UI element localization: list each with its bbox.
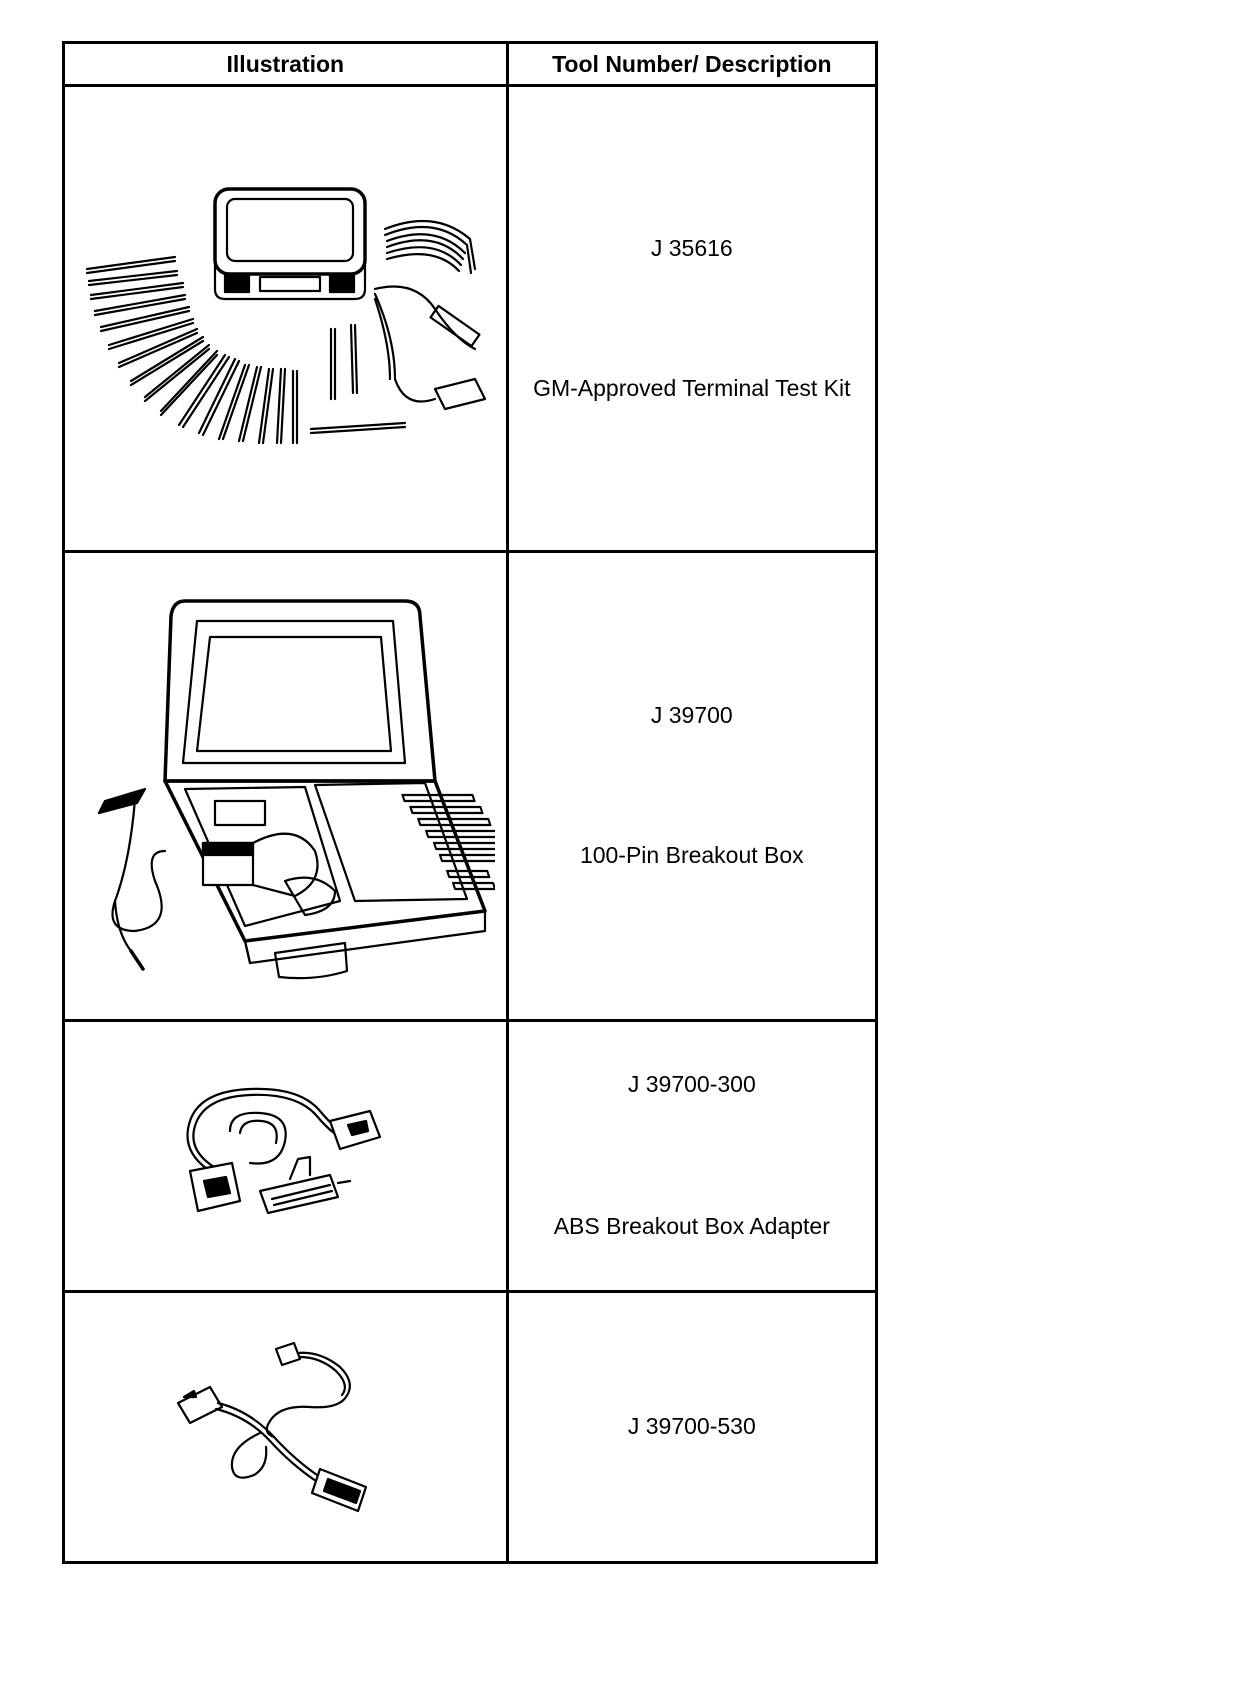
tool-number: J 39700-530 bbox=[627, 1413, 756, 1440]
table-row: J 39700-530 bbox=[62, 1290, 879, 1564]
tool-number-description-cell: J 39700 100-Pin Breakout Box bbox=[505, 550, 879, 1022]
tool-number-description-cell: J 39700-300 ABS Breakout Box Adapter bbox=[505, 1019, 879, 1293]
table-header-row: Illustration Tool Number/ Description bbox=[62, 41, 879, 87]
adapter-cable-icon bbox=[177, 1341, 368, 1513]
special-tools-table: Illustration Tool Number/ Description bbox=[62, 41, 879, 1564]
header-tool-number-description: Tool Number/ Description bbox=[505, 41, 879, 87]
abs-adapter-harness-icon bbox=[186, 1087, 382, 1215]
illustration-cell bbox=[62, 84, 509, 553]
illustration-cell bbox=[62, 550, 509, 1022]
tool-number-description-cell: J 35616 GM-Approved Terminal Test Kit bbox=[505, 84, 879, 553]
tool-number: J 39700-300 bbox=[627, 1071, 756, 1098]
illustration-cell bbox=[62, 1019, 509, 1293]
tool-number-description-cell: J 39700-530 bbox=[505, 1290, 879, 1564]
terminal-test-kit-icon bbox=[86, 186, 487, 444]
tool-description: ABS Breakout Box Adapter bbox=[553, 1213, 830, 1239]
header-illustration: Illustration bbox=[62, 41, 509, 87]
tool-number: J 35616 bbox=[650, 234, 733, 261]
tool-description: GM-Approved Terminal Test Kit bbox=[533, 374, 851, 401]
breakout-box-case-icon bbox=[98, 599, 496, 980]
tool-description: 100-Pin Breakout Box bbox=[579, 842, 804, 868]
table-row: J 39700 100-Pin Breakout Box bbox=[62, 550, 879, 1022]
illustration-cell bbox=[62, 1290, 509, 1564]
table-row: J 39700-300 ABS Breakout Box Adapter bbox=[62, 1019, 879, 1293]
table-row: J 35616 GM-Approved Terminal Test Kit bbox=[62, 84, 879, 553]
tool-number: J 39700 bbox=[650, 702, 733, 729]
